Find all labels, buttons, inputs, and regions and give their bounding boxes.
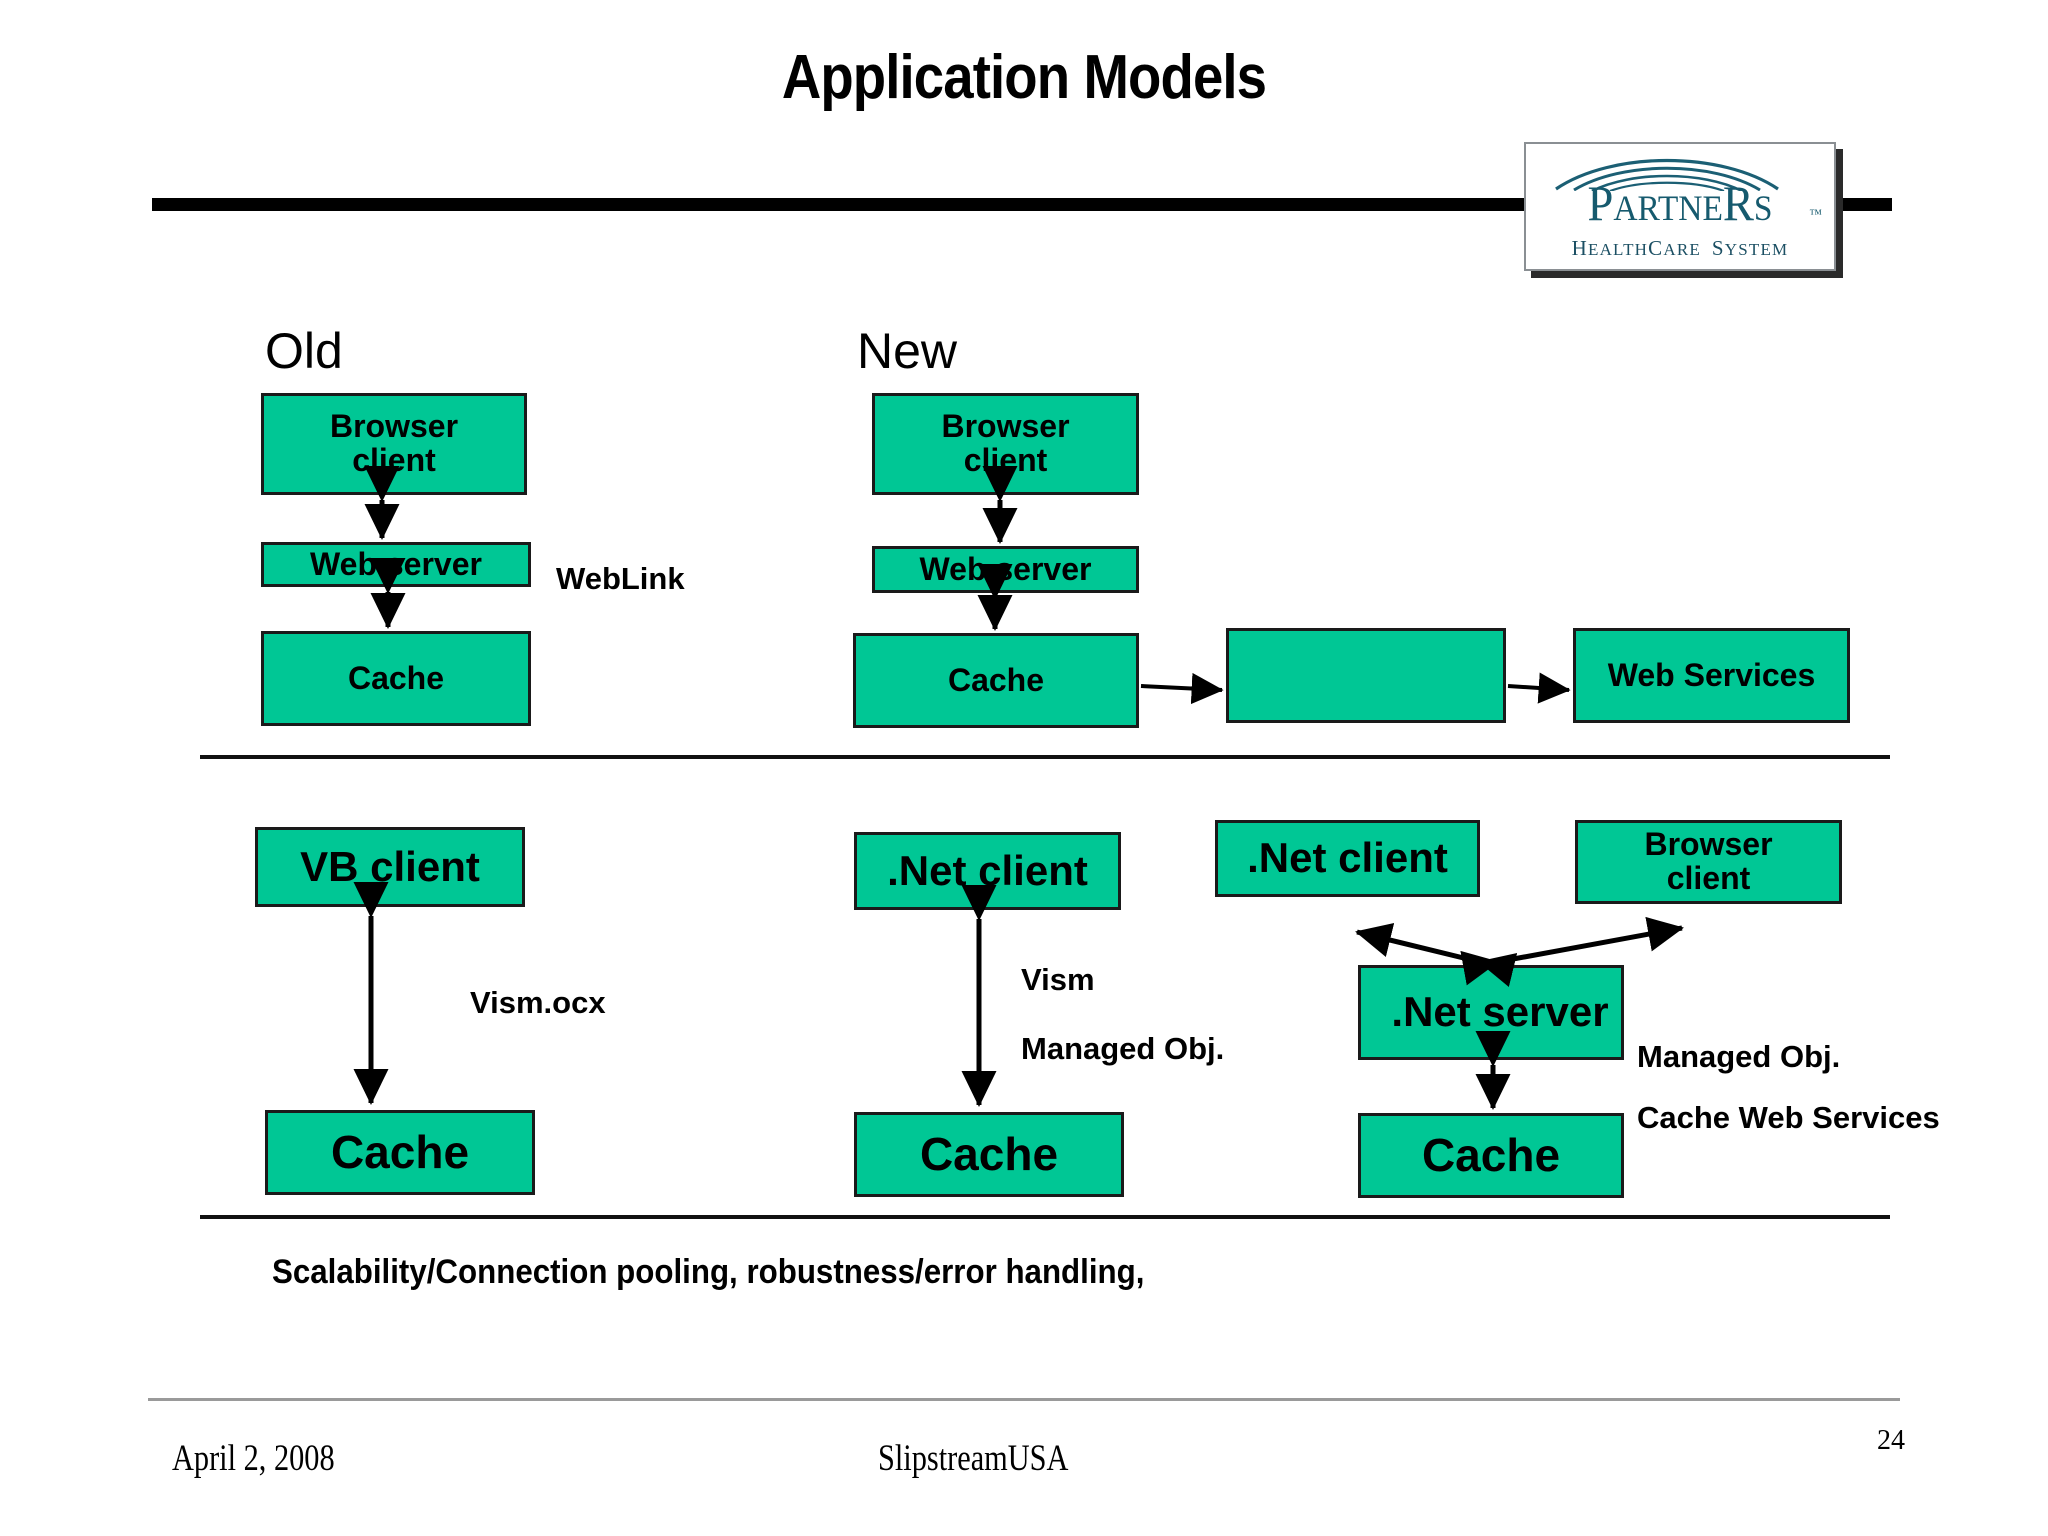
box-label: Cache xyxy=(947,661,1045,698)
box-vb-cache[interactable]: Cache xyxy=(265,1110,535,1195)
divider-top xyxy=(200,755,1890,759)
caption-text: Scalability/Connection pooling, robustne… xyxy=(272,1253,1145,1291)
box-label: .Net client xyxy=(887,846,1088,894)
box-label: Web Services xyxy=(1607,656,1816,693)
label-vism-ocx: Vism.ocx xyxy=(470,985,606,1020)
label-weblink: WebLink xyxy=(556,561,685,596)
box-label: Web server xyxy=(310,545,482,582)
page-title: Application Models xyxy=(781,43,1267,112)
box-old-web-server[interactable]: Web server xyxy=(261,542,531,587)
box-old-browser-client[interactable]: Browser client xyxy=(261,393,527,495)
box-label: .Net client xyxy=(1247,834,1448,882)
box-old-cache[interactable]: Cache xyxy=(261,631,531,726)
box-label: .Net server xyxy=(1391,988,1609,1036)
box-label: Cache xyxy=(347,659,445,696)
box-net-server[interactable]: .Net server xyxy=(1358,965,1624,1060)
box-new-middle-empty[interactable] xyxy=(1226,628,1506,723)
section-label-old: Old xyxy=(265,323,343,379)
box-new-cache[interactable]: Cache xyxy=(853,633,1139,728)
box-new-web-server[interactable]: Web server xyxy=(872,546,1139,593)
divider-bottom xyxy=(200,1215,1890,1219)
logo-wordmark: PARTNERS xyxy=(1587,175,1773,231)
logo-arcs-icon xyxy=(1555,158,1779,191)
partners-healthcare-logo: PARTNERS ™ HEALTHCARE SYSTEM xyxy=(1524,142,1836,271)
footer-rule xyxy=(148,1398,1900,1401)
box-label: Browser client xyxy=(1644,826,1773,896)
box-new-browser-client[interactable]: Browser client xyxy=(872,393,1139,495)
label-cache-web-services: Cache Web Services xyxy=(1637,1100,1940,1135)
label-managed-obj-mid: Managed Obj. xyxy=(1021,1031,1225,1066)
logo-trademark: ™ xyxy=(1809,206,1822,221)
header-rule-bar xyxy=(152,198,1892,211)
logo-subtitle: HEALTHCARE SYSTEM xyxy=(1571,236,1789,260)
box-label: Cache xyxy=(330,1126,470,1179)
footer-center-text: SlipstreamUSA xyxy=(878,1438,1069,1479)
box-vb-client[interactable]: VB client xyxy=(255,827,525,907)
footer-page-number: 24 xyxy=(1877,1425,1905,1456)
box-label: Browser client xyxy=(941,408,1070,478)
box-net-cache-mid[interactable]: Cache xyxy=(854,1112,1124,1197)
box-label: Cache xyxy=(1421,1129,1561,1182)
box-label: Cache xyxy=(919,1128,1059,1181)
box-net-client-mid[interactable]: .Net client xyxy=(854,832,1121,910)
label-vism: Vism xyxy=(1021,962,1095,997)
box-new-web-services[interactable]: Web Services xyxy=(1573,628,1850,723)
box-label: Browser client xyxy=(329,408,459,478)
section-label-new: New xyxy=(857,323,958,379)
box-label: Web server xyxy=(919,550,1092,587)
footer-date: April 2, 2008 xyxy=(172,1438,335,1479)
box-browser-client-right[interactable]: Browser client xyxy=(1575,820,1842,904)
box-label: VB client xyxy=(300,842,480,890)
box-net-client-right[interactable]: .Net client xyxy=(1215,820,1480,897)
box-net-cache-right[interactable]: Cache xyxy=(1358,1113,1624,1198)
label-managed-obj-right: Managed Obj. xyxy=(1637,1039,1841,1074)
